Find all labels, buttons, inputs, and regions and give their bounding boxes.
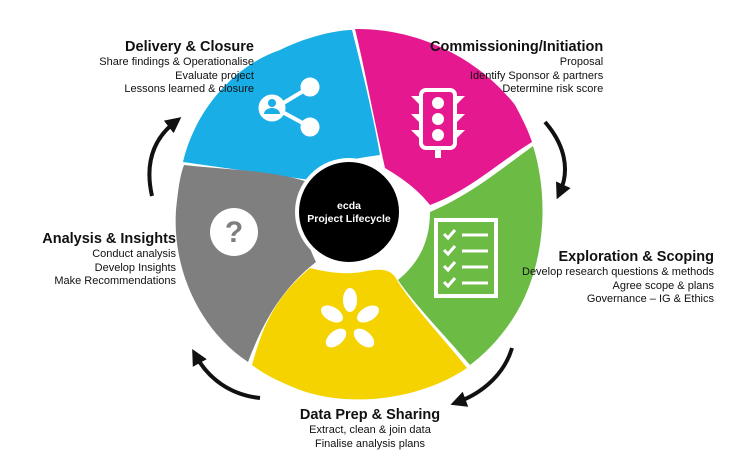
stage-title: Delivery & Closure xyxy=(125,39,254,55)
stage-explore: Exploration & Scoping Develop research q… xyxy=(522,248,714,307)
stage-item: Develop research questions & methods xyxy=(522,266,714,278)
arrow-delivery-to-commission xyxy=(543,120,571,200)
stage-analysis: Analysis & Insights Conduct analysis Dev… xyxy=(42,230,176,289)
stage-item: Governance – IG & Ethics xyxy=(586,293,714,306)
stage-item: Proposal xyxy=(559,56,604,68)
center-circle xyxy=(295,158,403,266)
stage-item: Make Recommendations xyxy=(54,275,176,288)
stage-item: Evaluate project xyxy=(175,69,254,82)
stage-title: Data Prep & Sharing xyxy=(299,407,441,423)
stage-dataprep: Data Prep & Sharing Extract, clean & joi… xyxy=(250,406,490,451)
svg-text:?: ? xyxy=(225,216,243,249)
segment-analysis xyxy=(175,165,316,362)
checklist-icon xyxy=(434,218,498,298)
stage-item: Lessons learned & closure xyxy=(124,83,254,96)
stage-item: Share findings & Operationalise xyxy=(99,56,254,68)
stage-title: Commissioning/Initiation xyxy=(430,39,604,55)
stage-title: Exploration & Scoping xyxy=(558,249,714,265)
stage-item: Finalise analysis plans xyxy=(314,437,426,450)
arrow-dataprep-to-analysis xyxy=(192,348,261,400)
stage-item: Develop Insights xyxy=(94,261,176,274)
stage-item: Determine risk score xyxy=(502,83,604,96)
stage-item: Conduct analysis xyxy=(92,248,176,260)
segment-explore xyxy=(398,146,543,365)
arrow-explore-to-dataprep xyxy=(450,347,514,407)
stage-commission: Commissioning/Initiation Proposal Identi… xyxy=(430,38,603,97)
share-icon xyxy=(258,77,320,137)
question-icon: ? xyxy=(210,208,258,256)
arrow-analysis-to-delivery xyxy=(147,117,182,197)
stage-item: Extract, clean & join data xyxy=(309,424,431,436)
joined-hands-icon xyxy=(321,288,379,348)
center-label-line1: ecda xyxy=(337,200,361,212)
stage-item: Identify Sponsor & partners xyxy=(469,69,604,82)
center-label: ecda Project Lifecycle xyxy=(297,200,401,226)
stage-title: Analysis & Insights xyxy=(42,231,176,247)
traffic-light-icon xyxy=(411,88,465,158)
stage-item: Agree scope & plans xyxy=(612,279,714,292)
center-label-line2: Project Lifecycle xyxy=(307,213,391,225)
stage-delivery: Delivery & Closure Share findings & Oper… xyxy=(99,38,254,97)
